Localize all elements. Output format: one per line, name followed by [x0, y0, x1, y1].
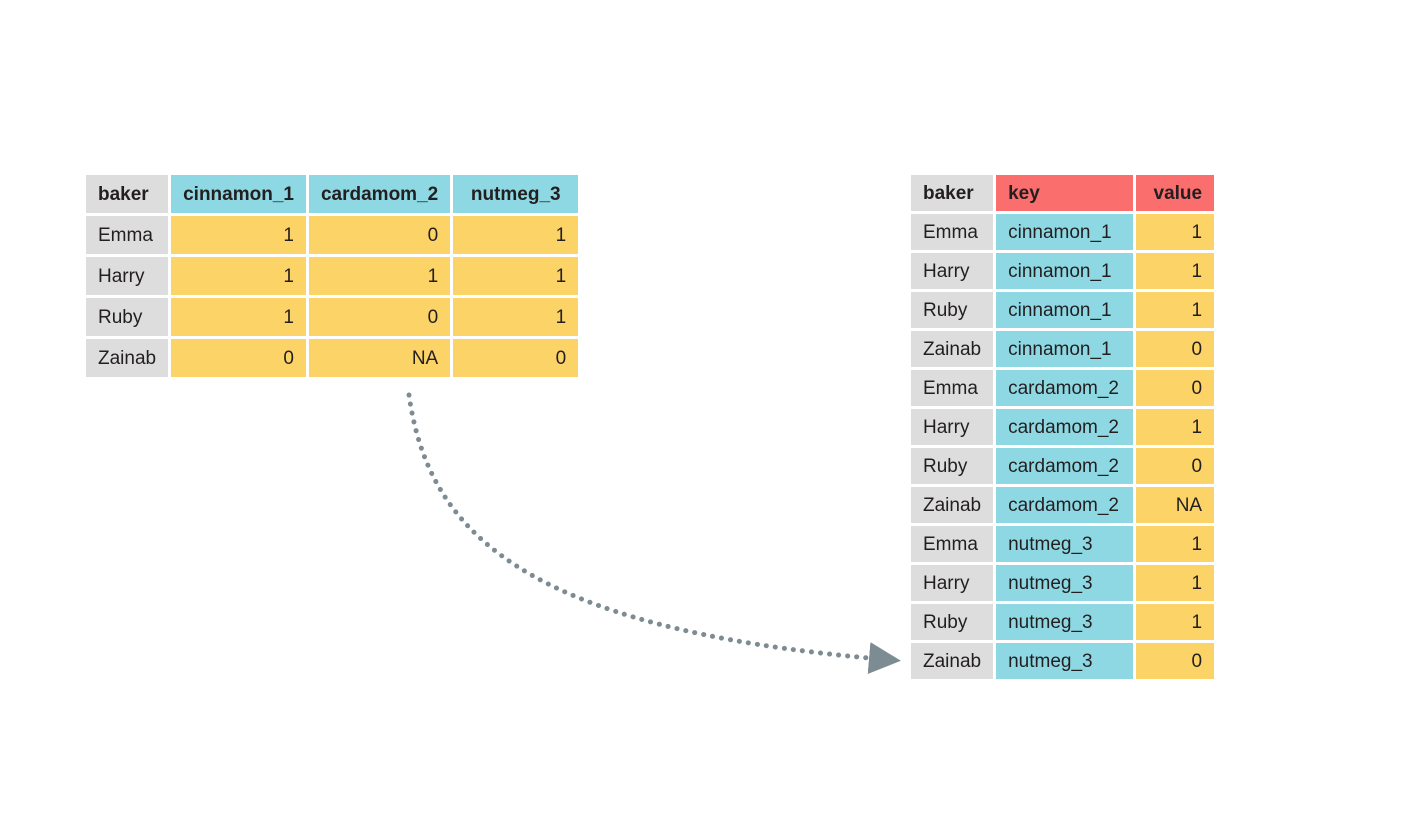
wide-cell-value: 1 [453, 298, 579, 336]
arrow-path [406, 392, 901, 674]
table-row: Emma nutmeg_3 1 [911, 526, 1215, 562]
table-row: Ruby cinnamon_1 1 [911, 292, 1215, 328]
table-row: Harry 1 1 1 [86, 257, 579, 295]
long-cell-key: cardamom_2 [996, 370, 1134, 406]
long-cell-baker: Harry [911, 409, 994, 445]
long-cell-baker: Ruby [911, 292, 994, 328]
wide-cell-value: 0 [171, 339, 306, 377]
long-header-key: key [996, 175, 1134, 211]
table-row: Ruby nutmeg_3 1 [911, 604, 1215, 640]
table-row: Emma 1 0 1 [86, 216, 579, 254]
wide-cell-value: 1 [453, 257, 579, 295]
table-row: Zainab nutmeg_3 0 [911, 643, 1215, 679]
long-cell-value: 1 [1136, 604, 1215, 640]
wide-cell-value: 1 [308, 257, 451, 295]
long-cell-value: 1 [1136, 526, 1215, 562]
wide-cell-value: 0 [453, 339, 579, 377]
transform-arrow [406, 392, 901, 674]
wide-cell-value: 1 [171, 298, 306, 336]
long-cell-value: NA [1136, 487, 1215, 523]
wide-cell-value: 0 [308, 298, 451, 336]
table-row: Zainab 0 NA 0 [86, 339, 579, 377]
table-row: Zainab cinnamon_1 0 [911, 331, 1215, 367]
wide-cell-baker: Ruby [86, 298, 169, 336]
wide-header-cinnamon-1: cinnamon_1 [171, 175, 306, 213]
wide-cell-value: NA [308, 339, 451, 377]
long-cell-value: 1 [1136, 409, 1215, 445]
long-cell-baker: Emma [911, 526, 994, 562]
wide-header-cardamom-2: cardamom_2 [308, 175, 451, 213]
table-row: Zainab cardamom_2 NA [911, 487, 1215, 523]
wide-header-baker: baker [86, 175, 169, 213]
long-cell-baker: Ruby [911, 448, 994, 484]
table-row: Ruby cardamom_2 0 [911, 448, 1215, 484]
long-cell-key: cinnamon_1 [996, 253, 1134, 289]
wide-header-nutmeg-3: nutmeg_3 [453, 175, 579, 213]
long-cell-key: cinnamon_1 [996, 292, 1134, 328]
long-cell-value: 0 [1136, 643, 1215, 679]
long-header-value: value [1136, 175, 1215, 211]
wide-cell-baker: Zainab [86, 339, 169, 377]
long-cell-key: cinnamon_1 [996, 331, 1134, 367]
long-cell-value: 0 [1136, 331, 1215, 367]
long-cell-key: cinnamon_1 [996, 214, 1134, 250]
long-cell-baker: Ruby [911, 604, 994, 640]
table-row: Harry nutmeg_3 1 [911, 565, 1215, 601]
table-row: Ruby 1 0 1 [86, 298, 579, 336]
wide-cell-value: 1 [171, 216, 306, 254]
wide-cell-value: 0 [308, 216, 451, 254]
long-cell-value: 0 [1136, 448, 1215, 484]
table-row: Harry cardamom_2 1 [911, 409, 1215, 445]
long-cell-key: nutmeg_3 [996, 643, 1134, 679]
table-row: Harry cinnamon_1 1 [911, 253, 1215, 289]
long-cell-key: cardamom_2 [996, 487, 1134, 523]
long-header-baker: baker [911, 175, 994, 211]
long-cell-value: 1 [1136, 214, 1215, 250]
long-cell-baker: Emma [911, 370, 994, 406]
wide-cell-value: 1 [171, 257, 306, 295]
long-cell-key: cardamom_2 [996, 409, 1134, 445]
table-row: Emma cardamom_2 0 [911, 370, 1215, 406]
long-table-header-row: baker key value [911, 175, 1215, 211]
long-cell-baker: Zainab [911, 643, 994, 679]
long-cell-value: 0 [1136, 370, 1215, 406]
long-cell-key: nutmeg_3 [996, 526, 1134, 562]
long-cell-key: cardamom_2 [996, 448, 1134, 484]
long-cell-baker: Harry [911, 565, 994, 601]
long-cell-value: 1 [1136, 292, 1215, 328]
long-format-table: baker key value Emma cinnamon_1 1 Harry … [908, 172, 1217, 682]
long-cell-key: nutmeg_3 [996, 565, 1134, 601]
wide-cell-baker: Harry [86, 257, 169, 295]
long-cell-value: 1 [1136, 253, 1215, 289]
long-cell-baker: Emma [911, 214, 994, 250]
long-cell-baker: Zainab [911, 331, 994, 367]
wide-cell-value: 1 [453, 216, 579, 254]
long-cell-baker: Zainab [911, 487, 994, 523]
table-row: Emma cinnamon_1 1 [911, 214, 1215, 250]
wide-cell-baker: Emma [86, 216, 169, 254]
wide-table-header-row: baker cinnamon_1 cardamom_2 nutmeg_3 [86, 175, 579, 213]
long-cell-baker: Harry [911, 253, 994, 289]
wide-format-table: baker cinnamon_1 cardamom_2 nutmeg_3 Emm… [83, 172, 581, 380]
long-cell-key: nutmeg_3 [996, 604, 1134, 640]
long-cell-value: 1 [1136, 565, 1215, 601]
